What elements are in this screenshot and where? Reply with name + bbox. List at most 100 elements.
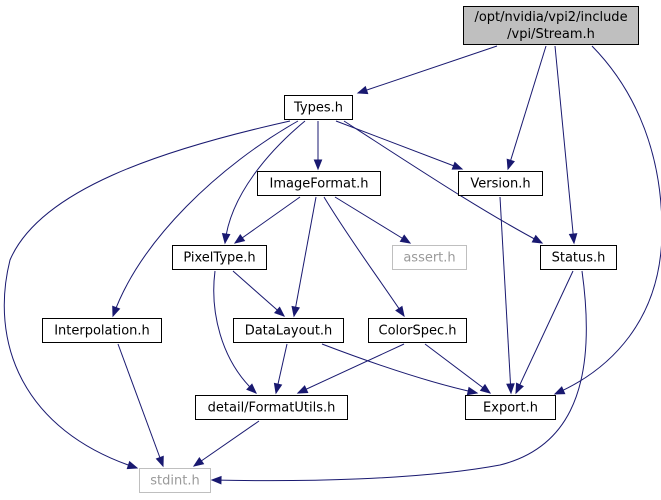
edge-line	[554, 45, 661, 395]
arrowhead-icon	[274, 306, 286, 317]
node-box	[463, 6, 639, 45]
edge-types-status	[343, 120, 544, 244]
arrowhead-icon	[246, 383, 257, 394]
arrowhead-icon	[192, 457, 205, 467]
arrowhead-icon	[568, 233, 578, 245]
arrowhead-icon	[126, 460, 139, 470]
edge-imageformat-pixeltype	[233, 196, 301, 244]
node-box	[42, 318, 162, 343]
arrowhead-icon	[273, 382, 283, 395]
node-pixeltype[interactable]: PixelType.h	[172, 245, 267, 270]
node-label: /vpi/Stream.h	[507, 27, 595, 42]
arrowhead-icon	[210, 475, 222, 485]
edge-line	[3, 120, 291, 469]
node-label: ImageFormat.h	[270, 177, 369, 192]
node-label: Version.h	[470, 177, 530, 192]
edge-line	[112, 120, 299, 317]
arrowhead-icon	[112, 305, 121, 318]
edge-colorspec-export	[424, 343, 492, 394]
edges-layer	[3, 45, 661, 485]
edge-line	[343, 120, 543, 244]
arrowhead-icon	[221, 233, 231, 245]
edge-line	[297, 343, 405, 394]
node-box	[139, 468, 211, 493]
edge-line	[234, 196, 301, 244]
node-assert[interactable]: assert.h	[392, 245, 467, 270]
edge-line	[507, 45, 547, 170]
node-imageformat[interactable]: ImageFormat.h	[257, 171, 381, 196]
node-types[interactable]: Types.h	[284, 95, 353, 120]
edge-formatutils-stdint	[192, 420, 260, 467]
edge-line	[554, 45, 575, 244]
node-status[interactable]: Status.h	[540, 245, 617, 270]
node-stdint[interactable]: stdint.h	[139, 468, 211, 493]
edge-types-imageformat	[313, 121, 323, 171]
node-export[interactable]: Export.h	[465, 395, 556, 420]
arrowhead-icon	[296, 385, 309, 394]
node-interpolation[interactable]: Interpolation.h	[42, 318, 162, 343]
node-datalayout[interactable]: DataLayout.h	[233, 318, 344, 343]
arrowhead-icon	[399, 234, 412, 244]
edge-datalayout-formatutils	[273, 343, 288, 395]
edge-line	[213, 270, 257, 394]
arrowhead-icon	[155, 455, 164, 468]
node-box	[368, 318, 467, 343]
edge-stream-export	[553, 45, 661, 395]
node-stream[interactable]: /opt/nvidia/vpi2/include/vpi/Stream.h	[463, 6, 639, 45]
node-box	[465, 395, 556, 420]
edge-datalayout-export	[321, 343, 479, 396]
arrowhead-icon	[466, 386, 479, 396]
node-box	[172, 245, 267, 270]
node-label: /opt/nvidia/vpi2/include	[474, 10, 627, 25]
node-box	[284, 95, 353, 120]
node-box	[392, 245, 467, 270]
arrowhead-icon	[395, 305, 405, 318]
node-label: PixelType.h	[183, 251, 255, 266]
edge-types-pixeltype	[221, 120, 306, 245]
edge-types-interpolation	[112, 120, 299, 318]
arrowhead-icon	[451, 161, 464, 170]
edge-line	[515, 270, 574, 394]
edge-pixeltype-datalayout	[232, 270, 286, 317]
node-label: detail/FormatUtils.h	[208, 401, 336, 416]
arrowhead-icon	[553, 386, 566, 395]
edge-line	[323, 196, 405, 317]
arrowhead-icon	[531, 234, 544, 244]
arrowhead-icon	[515, 382, 524, 395]
node-label: DataLayout.h	[245, 324, 333, 339]
edge-status-export	[515, 270, 574, 395]
edge-line	[424, 343, 491, 394]
edge-status-stdint	[210, 270, 587, 485]
edge-stream-version	[506, 45, 547, 171]
node-box	[540, 245, 617, 270]
node-colorspec[interactable]: ColorSpec.h	[368, 318, 467, 343]
edge-line	[499, 196, 512, 394]
edge-interpolation-stdint	[117, 343, 164, 468]
edge-imageformat-assert	[334, 196, 412, 244]
edge-line	[334, 196, 411, 244]
node-label: assert.h	[403, 251, 455, 266]
edge-stream-types	[356, 45, 498, 95]
edge-colorspec-formatutils	[296, 343, 405, 394]
edge-line	[293, 196, 317, 317]
node-label: stdint.h	[150, 474, 199, 489]
arrowhead-icon	[233, 233, 246, 244]
edge-version-export	[499, 196, 515, 395]
arrowhead-icon	[313, 159, 323, 171]
arrowhead-icon	[479, 383, 492, 394]
node-label: ColorSpec.h	[379, 324, 457, 339]
node-box	[257, 171, 381, 196]
node-label: Types.h	[293, 101, 343, 116]
node-formatutils[interactable]: detail/FormatUtils.h	[195, 395, 348, 420]
edge-line	[117, 343, 164, 467]
node-box	[233, 318, 344, 343]
node-version[interactable]: Version.h	[458, 171, 543, 196]
arrowhead-icon	[506, 383, 515, 395]
edge-stream-status	[554, 45, 578, 245]
arrowhead-icon	[506, 158, 515, 171]
node-box	[458, 171, 543, 196]
edge-line	[321, 343, 478, 394]
node-label: Export.h	[483, 401, 538, 416]
edge-imageformat-colorspec	[323, 196, 405, 318]
node-label: Interpolation.h	[54, 324, 150, 339]
